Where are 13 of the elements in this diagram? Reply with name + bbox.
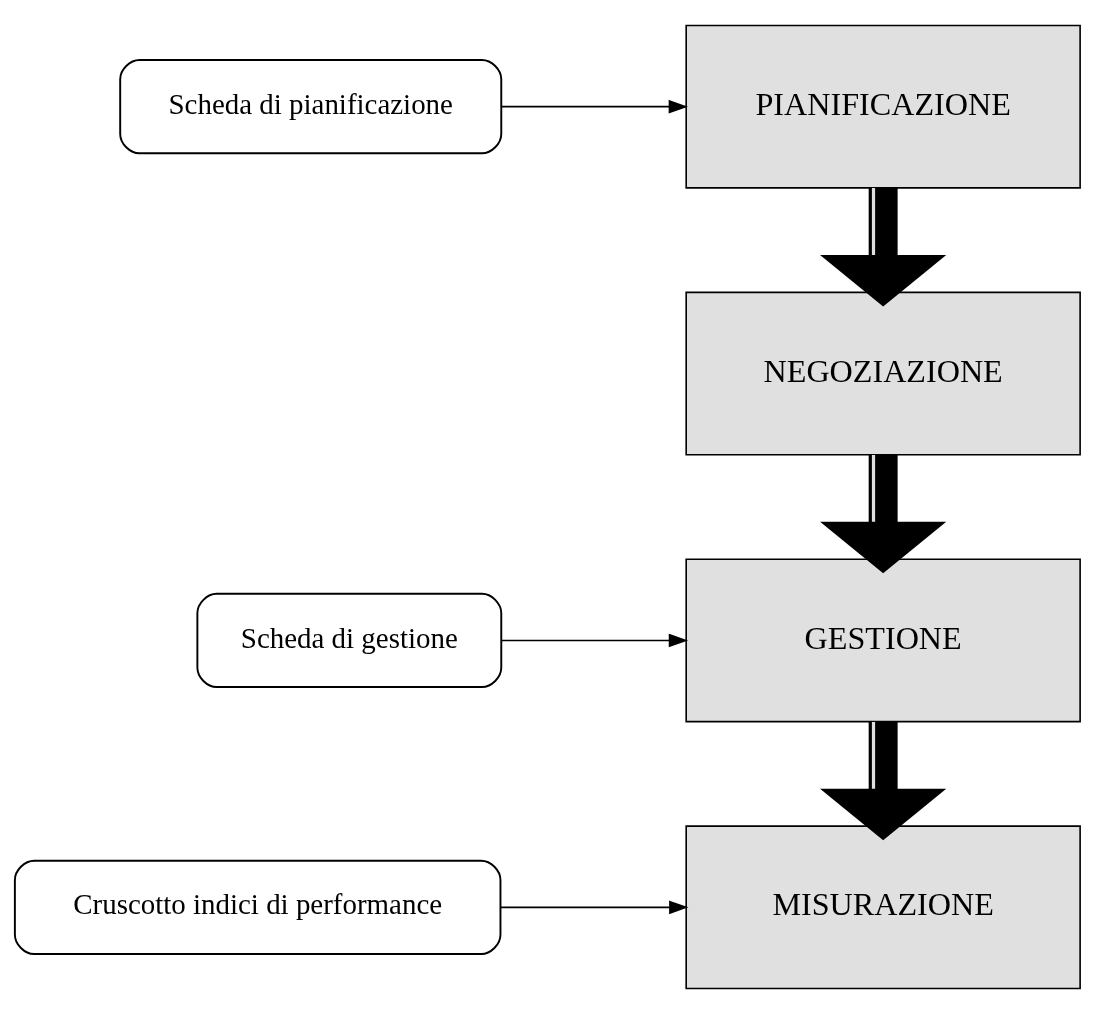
arrow <box>499 900 689 915</box>
node-box: Cruscotto indici di performance <box>13 859 502 955</box>
arrow <box>500 633 689 648</box>
arrow <box>820 188 947 307</box>
node-box: GESTIONE <box>685 558 1081 723</box>
arrow <box>820 721 947 841</box>
arrow <box>820 455 947 574</box>
arrow <box>500 99 688 114</box>
node-box: MISURAZIONE <box>685 825 1081 990</box>
node-box: PIANIFICAZIONE <box>685 24 1081 189</box>
node-box: Scheda di gestione <box>196 592 503 689</box>
node-box: NEGOZIAZIONE <box>685 291 1081 456</box>
node-box: Scheda di pianificazione <box>119 59 503 155</box>
